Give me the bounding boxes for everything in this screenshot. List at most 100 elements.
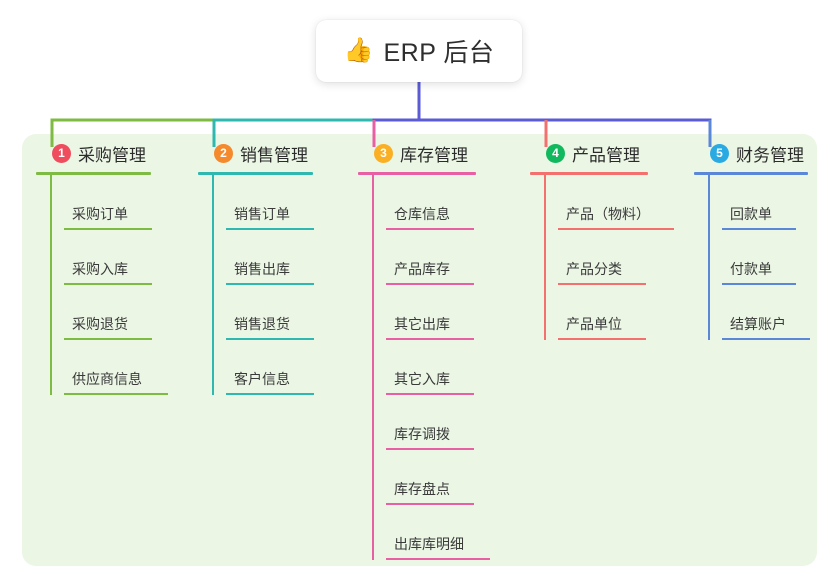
list-item-rule	[558, 283, 646, 285]
list-item-rule	[386, 503, 474, 505]
column-title-5: 财务管理	[736, 145, 804, 165]
list-item-rule	[64, 393, 168, 395]
list-item-label: 销售退货	[234, 316, 290, 332]
list-item[interactable]: 仓库信息	[372, 175, 513, 230]
list-item[interactable]: 产品分类	[544, 230, 690, 285]
root-node-title: ERP 后台	[383, 39, 495, 67]
list-item-rule	[722, 228, 796, 230]
list-item-rule	[386, 393, 474, 395]
list-item-rule	[226, 283, 314, 285]
list-item-rule	[64, 338, 152, 340]
list-item[interactable]: 采购入库	[50, 230, 186, 285]
list-item[interactable]: 付款单	[708, 230, 834, 285]
list-item[interactable]: 产品库存	[372, 230, 513, 285]
column-header-5[interactable]: 5 财务管理	[694, 140, 834, 166]
list-item-rule	[386, 338, 474, 340]
list-item-label: 产品（物料）	[566, 206, 650, 222]
list-item[interactable]: 销售订单	[212, 175, 348, 230]
list-item-label: 结算账户	[730, 316, 786, 332]
column-badge-5: 5	[710, 143, 729, 163]
list-item-label: 销售订单	[234, 206, 290, 222]
list-item[interactable]: 出库库明细	[372, 505, 513, 560]
list-item-label: 库存盘点	[394, 481, 450, 497]
column-5: 5 财务管理回款单付款单结算账户	[694, 140, 834, 340]
list-item-label: 客户信息	[234, 371, 290, 387]
column-title-4: 产品管理	[572, 145, 640, 165]
column-spine-3	[372, 175, 374, 560]
column-badge-3: 3	[374, 143, 393, 163]
list-item-rule	[386, 228, 474, 230]
list-item[interactable]: 销售出库	[212, 230, 348, 285]
column-items-3: 仓库信息产品库存其它出库其它入库库存调拨库存盘点出库库明细	[358, 175, 513, 560]
column-items-5: 回款单付款单结算账户	[694, 175, 834, 340]
column-2: 2 销售管理销售订单销售出库销售退货客户信息	[198, 140, 348, 395]
list-item-label: 采购入库	[72, 261, 128, 277]
list-item-rule	[226, 393, 314, 395]
list-item-label: 供应商信息	[72, 371, 142, 387]
column-3: 3 库存管理仓库信息产品库存其它出库其它入库库存调拨库存盘点出库库明细	[358, 140, 513, 560]
diagram-panel-background	[22, 134, 817, 566]
list-item-label: 销售出库	[234, 261, 290, 277]
list-item-rule	[64, 228, 152, 230]
column-spine-2	[212, 175, 214, 395]
column-header-rule-4	[530, 172, 648, 175]
list-item-label: 产品分类	[566, 261, 622, 277]
list-item[interactable]: 回款单	[708, 175, 834, 230]
column-4: 4 产品管理产品（物料） 产品分类产品单位	[530, 140, 690, 340]
list-item-label: 库存调拨	[394, 426, 450, 442]
thumbs-up-icon: 👍	[343, 37, 374, 64]
list-item[interactable]: 库存调拨	[372, 395, 513, 450]
list-item-rule	[226, 228, 314, 230]
column-header-rule-2	[198, 172, 313, 175]
list-item-rule	[722, 283, 796, 285]
list-item[interactable]: 产品单位	[544, 285, 690, 340]
column-header-2[interactable]: 2 销售管理	[198, 140, 348, 166]
list-item-label: 产品库存	[394, 261, 450, 277]
list-item-label: 出库库明细	[394, 536, 464, 552]
list-item[interactable]: 采购订单	[50, 175, 186, 230]
column-badge-1: 1	[52, 143, 71, 163]
list-item-label: 仓库信息	[394, 206, 450, 222]
list-item[interactable]: 结算账户	[708, 285, 834, 340]
list-item-label: 其它入库	[394, 371, 450, 387]
list-item-rule	[558, 338, 646, 340]
column-spine-1	[50, 175, 52, 395]
column-items-1: 采购订单采购入库采购退货供应商信息	[36, 175, 186, 395]
list-item-rule	[386, 448, 474, 450]
column-badge-2: 2	[214, 143, 233, 163]
list-item-rule	[386, 283, 474, 285]
column-header-1[interactable]: 1 采购管理	[36, 140, 186, 166]
column-1: 1 采购管理采购订单采购入库采购退货供应商信息	[36, 140, 186, 395]
list-item-label: 回款单	[730, 206, 772, 222]
list-item[interactable]: 采购退货	[50, 285, 186, 340]
list-item-label: 付款单	[730, 261, 772, 277]
list-item-rule	[722, 338, 810, 340]
list-item-label: 采购订单	[72, 206, 128, 222]
list-item-label: 产品单位	[566, 316, 622, 332]
column-title-3: 库存管理	[400, 145, 468, 165]
root-node[interactable]: 👍 ERP 后台	[316, 20, 522, 82]
column-spine-5	[708, 175, 710, 340]
list-item[interactable]: 销售退货	[212, 285, 348, 340]
list-item-label: 其它出库	[394, 316, 450, 332]
list-item[interactable]: 供应商信息	[50, 340, 186, 395]
column-header-4[interactable]: 4 产品管理	[530, 140, 690, 166]
column-badge-4: 4	[546, 143, 565, 163]
list-item-rule	[558, 228, 674, 230]
list-item-label: 采购退货	[72, 316, 128, 332]
column-header-rule-5	[694, 172, 808, 175]
column-title-2: 销售管理	[240, 145, 308, 165]
column-items-4: 产品（物料） 产品分类产品单位	[530, 175, 690, 340]
list-item[interactable]: 其它出库	[372, 285, 513, 340]
column-header-3[interactable]: 3 库存管理	[358, 140, 513, 166]
list-item[interactable]: 库存盘点	[372, 450, 513, 505]
list-item[interactable]: 其它入库	[372, 340, 513, 395]
column-header-rule-1	[36, 172, 151, 175]
list-item-rule	[226, 338, 314, 340]
column-title-1: 采购管理	[78, 145, 146, 165]
column-header-rule-3	[358, 172, 476, 175]
column-spine-4	[544, 175, 546, 340]
list-item-rule	[386, 558, 490, 560]
list-item[interactable]: 客户信息	[212, 340, 348, 395]
list-item[interactable]: 产品（物料）	[544, 175, 690, 230]
